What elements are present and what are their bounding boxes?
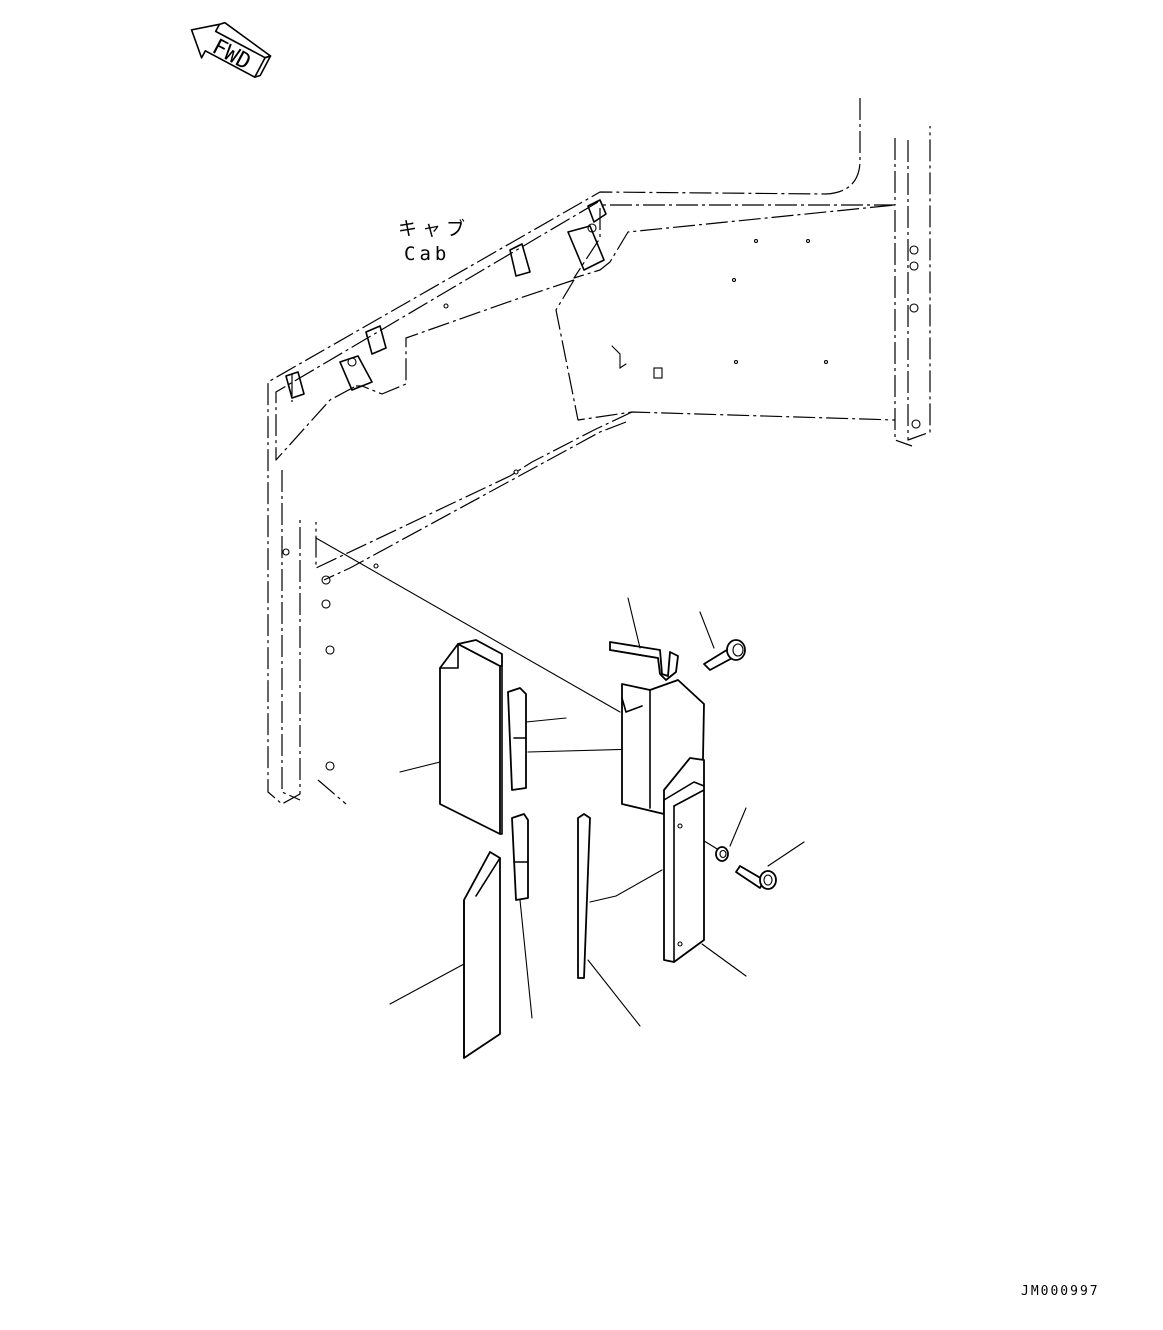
seal-strip bbox=[577, 813, 591, 979]
bolt-lower bbox=[735, 865, 777, 890]
drawing-number: JM000997 bbox=[1021, 1284, 1100, 1299]
pad-upper bbox=[507, 687, 527, 791]
foam-block-lower bbox=[463, 851, 501, 1059]
clip-bracket bbox=[609, 641, 679, 681]
cab-label-english: Cab bbox=[404, 243, 451, 265]
cab-label-japanese: キャブ bbox=[398, 218, 471, 240]
foam-block-upper bbox=[439, 643, 501, 835]
bolt-upper bbox=[703, 639, 746, 671]
leader-lines bbox=[389, 597, 805, 1027]
pad-lower bbox=[511, 813, 529, 901]
